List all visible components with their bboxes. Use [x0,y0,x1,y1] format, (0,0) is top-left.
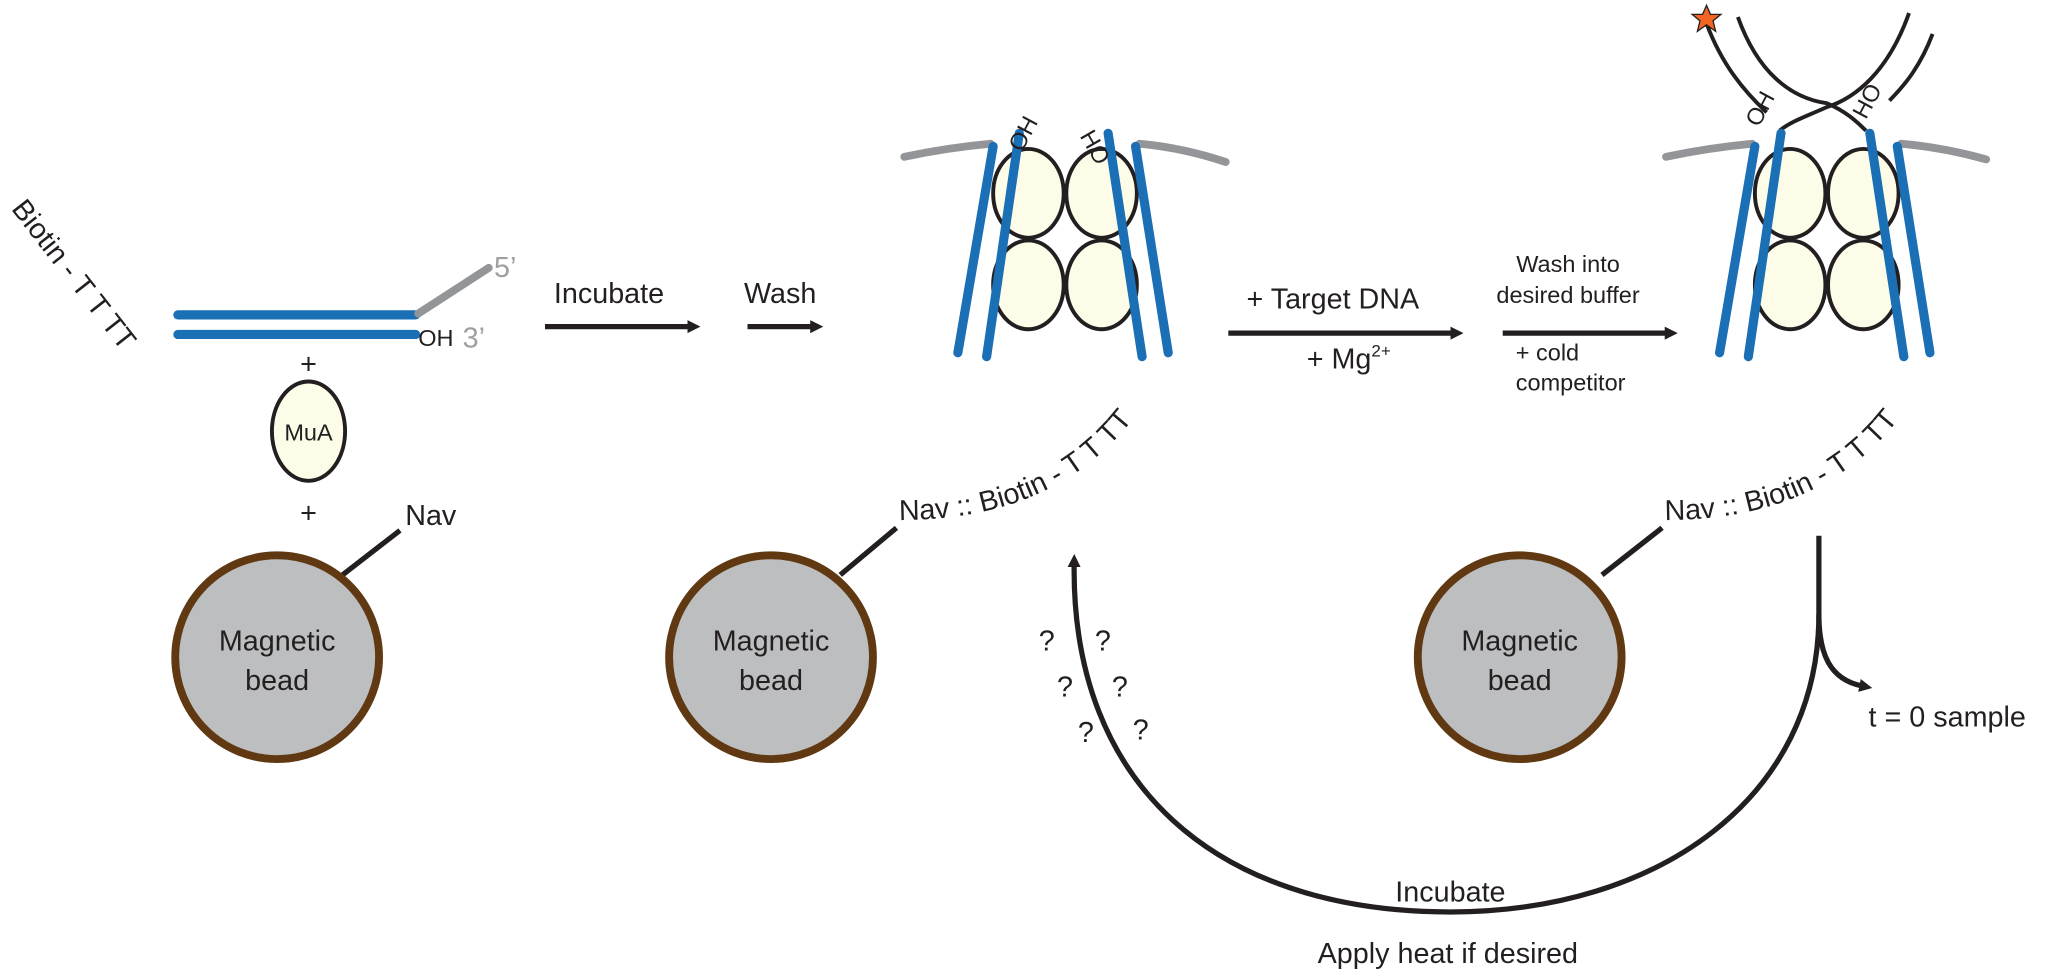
dna-strand [1743,128,1786,362]
question-mark: ? [1133,715,1149,747]
question-mark: ? [1039,626,1055,658]
dna-strand [1130,141,1173,358]
nav-linker [838,525,899,577]
nav-biotin-label: Nav :: Biotin - T T TT [1664,403,1904,527]
bead-label: Magnetic [713,626,830,658]
loop-incubate-label: Incubate [1395,877,1505,909]
sample-arrow [1816,614,1873,692]
wash-label: Wash [744,278,816,310]
question-mark: ? [1112,671,1128,703]
mua-subunit [1064,238,1139,332]
mg-label: + Mg2+ [1307,342,1391,376]
bead-label: bead [739,665,803,697]
nav-biotin-text: Nav :: Biotin - T T TT [899,403,1139,527]
incubate-label: Incubate [554,278,664,310]
nav-biotin-label: Nav :: Biotin - T T TT [899,403,1139,527]
question-mark: ? [1095,626,1111,658]
fluorophore-star-icon [1690,3,1723,33]
nav-linker [340,528,402,577]
bead-label: bead [245,665,309,697]
step-arrows: Incubate Wash + Target DNA + Mg2+ Wash i… [544,251,1678,396]
overhang-strand [414,263,493,318]
dna-strand [1892,141,1935,358]
ho-label: HO [1847,79,1887,122]
three-prime-label: 3’ [463,323,485,355]
plus-sign: + [300,349,317,381]
magnetic-bead [1413,551,1626,764]
mua-protein [269,379,348,483]
plus-sign: + [300,498,317,530]
bead-label: bead [1488,665,1552,697]
dna-strand [953,141,998,358]
loop-arrow [1067,535,1822,915]
dna-strand [1715,141,1760,358]
target-strand [1704,22,1768,114]
nav-biotin-text: Nav :: Biotin - T T TT [1664,403,1904,527]
bead-surface-arc [900,139,1230,166]
dna-strand [982,128,1024,362]
dna-strand [1103,128,1147,362]
dna-strand [1865,128,1909,362]
apply-heat-label: Apply heat if desired [1318,938,1578,970]
middle-complex: OH HO Nav :: Biotin - T T TT Magnetic be… [665,112,1230,764]
target-dna-label: + Target DNA [1246,283,1420,315]
target-strand [1888,33,1935,102]
cold-label: + cold [1516,340,1579,366]
magnetic-bead [171,551,383,764]
t0-sample-label: t = 0 sample [1869,701,2026,733]
mg-text: + Mg [1307,343,1372,375]
desired-buffer-label: desired buffer [1496,282,1639,308]
nav-label: Nav [405,500,457,532]
target-strand [1778,12,1911,133]
five-prime-label: 5’ [494,252,516,284]
bead-surface-arc [1662,139,1991,164]
nav-linker [1600,525,1664,577]
target-strand [1736,16,1868,133]
bead-label: Magnetic [1461,626,1578,658]
question-mark: ? [1057,671,1073,703]
competitor-label: competitor [1516,370,1626,396]
mg-superscript: 2+ [1371,342,1390,361]
bead-label: Magnetic [219,626,336,658]
left-components: Biotin - T T TT 5’ OH 3’ + MuA + Nav Mag… [5,194,516,764]
mua-label: MuA [284,419,333,445]
biotin-label: Biotin - T T TT [5,194,142,356]
oh-label: OH [418,325,453,351]
wash-into-label: Wash into [1516,251,1620,277]
right-complex: OH HO Nav :: Biotin - T T TT Magnetic be… [1413,3,1991,764]
mua-subunit [1826,238,1901,332]
magnetic-bead [665,551,877,764]
return-loop: t = 0 sample Incubate Apply heat if desi… [1067,535,2026,970]
question-mark: ? [1078,717,1094,749]
